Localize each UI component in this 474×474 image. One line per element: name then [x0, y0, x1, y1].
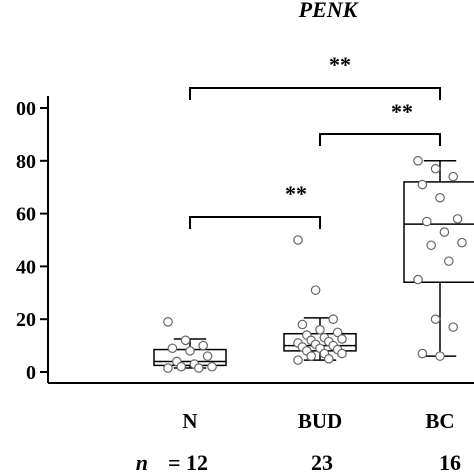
data-point	[443, 256, 454, 266]
data-point	[315, 324, 325, 335]
y-tick-label: 60	[16, 204, 36, 226]
y-tick-labels: 00 80 60 40 20 0	[16, 98, 48, 384]
data-point	[207, 361, 217, 372]
data-point	[413, 274, 423, 285]
data-point	[439, 227, 450, 237]
data-point	[413, 156, 423, 166]
significance-label: **	[391, 99, 413, 124]
data-point	[435, 351, 445, 361]
data-point	[323, 353, 334, 364]
significance-bracket	[189, 216, 321, 229]
data-point	[417, 179, 428, 190]
data-point	[430, 314, 441, 324]
data-point	[180, 335, 191, 346]
sample-size-label: = 12	[168, 450, 208, 474]
data-point	[194, 363, 204, 373]
data-point	[202, 351, 213, 361]
data-points	[163, 156, 467, 373]
axes	[47, 96, 474, 384]
data-point	[176, 361, 186, 372]
significance-bracket	[319, 133, 441, 146]
data-point	[448, 322, 458, 332]
data-point	[310, 285, 321, 295]
y-tick-label: 0	[26, 362, 36, 384]
data-point	[430, 163, 441, 174]
data-point	[293, 355, 303, 365]
data-point	[426, 240, 436, 251]
data-point	[185, 346, 195, 356]
chart-title: PENK	[298, 0, 359, 22]
data-point	[198, 340, 208, 351]
data-point	[421, 216, 432, 227]
data-point	[332, 327, 343, 338]
sample-size-labels: n = 12 23 16	[136, 450, 461, 474]
sample-size-label: 16	[439, 450, 461, 474]
n-prefix-label: n	[136, 450, 148, 474]
x-category-label: BUD	[298, 409, 342, 433]
y-tick-label: 40	[16, 256, 36, 278]
data-point	[337, 348, 347, 359]
data-point	[448, 171, 458, 182]
significance-label: **	[329, 52, 351, 77]
significance-brackets: ** ** **	[189, 52, 441, 229]
data-point	[163, 317, 173, 327]
x-category-labels: N BUD BC	[182, 409, 454, 433]
data-point	[163, 363, 173, 373]
y-tick-label: 00	[16, 98, 36, 120]
data-point	[167, 343, 178, 354]
y-tick-label: 20	[16, 309, 36, 331]
x-category-label: BC	[425, 409, 454, 433]
data-point	[457, 237, 467, 248]
significance-label: **	[285, 181, 307, 206]
y-tick-label: 80	[16, 151, 36, 173]
data-point	[293, 235, 303, 245]
data-point	[306, 351, 316, 361]
data-point	[337, 334, 347, 344]
data-point	[297, 319, 308, 330]
data-point	[328, 314, 338, 324]
x-category-label: N	[182, 409, 197, 433]
significance-bracket	[189, 87, 441, 100]
sample-size-label: 23	[311, 450, 333, 474]
box-bc	[403, 160, 474, 357]
data-point	[435, 192, 445, 203]
data-point	[452, 214, 463, 224]
data-point	[417, 348, 428, 359]
